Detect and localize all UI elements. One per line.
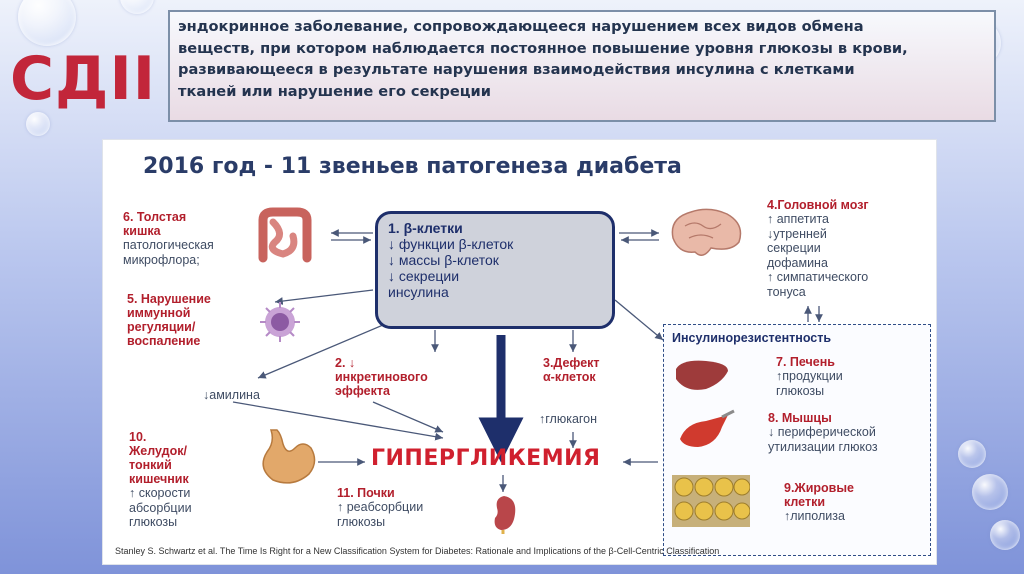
- beta-cells-line: ↓ функции β-клеток: [388, 236, 514, 252]
- colon-icon: [258, 207, 312, 263]
- brain-header: 4.Головной мозг: [767, 198, 869, 212]
- beta-cells-box: 1. β-клетки ↓ функции β-клеток ↓ массы β…: [375, 211, 615, 329]
- brain-text: ↑ симпатического: [767, 270, 869, 284]
- hyperglycemia-label: ГИПЕРГЛИКЕМИЯ: [371, 446, 601, 471]
- bubble-decoration: [990, 520, 1020, 550]
- beta-cells-line: ↓ массы β-клеток: [388, 252, 499, 268]
- immune-header: иммунной: [127, 306, 191, 320]
- brain-icon: [671, 208, 742, 256]
- slide-title: СДII: [10, 44, 157, 114]
- immune-cell-icon: [260, 302, 300, 342]
- stomach-header: 10.: [129, 430, 147, 444]
- definition-line: веществ, при котором наблюдается постоян…: [178, 39, 908, 57]
- pathogenesis-diagram: 2016 год - 11 звеньев патогенеза диабета…: [103, 140, 936, 564]
- brain-text: тонуса: [767, 284, 806, 299]
- definition-line: развивающееся в результате нарушения вза…: [178, 61, 855, 78]
- brain-text: секреции: [767, 241, 821, 255]
- definition-line: эндокринное заболевание, сопровождающеес…: [178, 18, 864, 35]
- incretin-block: 2. ↓ инкретинового эффекта: [335, 356, 428, 398]
- alpha-cells-header: α-клеток: [543, 370, 596, 384]
- bubble-decoration: [120, 0, 154, 14]
- liver-header: 7. Печень: [776, 355, 835, 369]
- stomach-header: кишечник: [129, 472, 189, 486]
- kidneys-text: глюкозы: [337, 514, 386, 529]
- immune-block: 5. Нарушение иммунной регуляции/ воспале…: [127, 292, 211, 348]
- brain-text: дофамина: [767, 255, 828, 270]
- stomach-text: абсорбции: [129, 500, 192, 515]
- muscles-header: 8. Мышцы: [768, 411, 832, 425]
- diagram-title: 2016 год - 11 звеньев патогенеза диабета: [143, 154, 682, 179]
- incretin-header: эффекта: [335, 384, 390, 398]
- stomach-block: 10. Желудок/ тонкий кишечник ↑ скорости …: [129, 430, 192, 530]
- colon-text: патологическая: [123, 238, 214, 252]
- diagram-arrows: [232, 229, 823, 492]
- liver-icon: [676, 360, 728, 390]
- immune-header: воспаление: [127, 334, 201, 348]
- brain-text: ↓утренней: [767, 226, 827, 241]
- muscles-text: ↓ периферической: [768, 425, 876, 439]
- beta-cells-line: инсулина: [388, 284, 449, 300]
- definition-line: тканей или нарушение его секреции: [178, 82, 491, 100]
- bubble-decoration: [958, 440, 986, 468]
- kidneys-block: 11. Почки ↑ реабсорбции глюкозы: [337, 486, 423, 529]
- kidneys-text: ↑ реабсорбции: [337, 500, 424, 514]
- colon-header: кишка: [123, 224, 161, 238]
- insulin-resistance-box: Инсулинорезистентность 7. Печень ↑продук…: [663, 324, 931, 556]
- liver-text: глюкозы: [776, 383, 825, 398]
- immune-header: регуляции/: [127, 320, 196, 334]
- muscles-text: утилизации глюкоз: [768, 439, 878, 454]
- colon-block: 6. Толстая кишка патологическая микрофло…: [123, 210, 214, 267]
- amylin-label: ↓амилина: [203, 388, 260, 402]
- fat-cells-header: 9.Жировые: [784, 481, 854, 495]
- bubble-decoration: [972, 474, 1008, 510]
- liver-text: ↑продукции: [776, 369, 843, 383]
- muscles-block: 8. Мышцы ↓ периферической утилизации глю…: [768, 411, 878, 454]
- incretin-header: инкретинового: [335, 370, 428, 384]
- muscle-icon: [680, 409, 735, 447]
- liver-block: 7. Печень ↑продукции глюкозы: [776, 355, 843, 398]
- immune-header: 5. Нарушение: [127, 292, 211, 306]
- beta-cells-header: 1. β-клетки: [388, 220, 463, 236]
- kidneys-header: 11. Почки: [337, 486, 395, 500]
- stomach-icon: [262, 429, 316, 484]
- definition-text: эндокринное заболевание, сопровождающеес…: [178, 16, 986, 102]
- kidney-icon: [494, 496, 516, 534]
- brain-text: ↑ аппетита: [767, 212, 829, 226]
- colon-header: 6. Толстая: [123, 210, 187, 224]
- stomach-text: ↑ скорости: [129, 486, 191, 500]
- bubble-decoration: [18, 0, 76, 46]
- incretin-header: 2. ↓: [335, 356, 356, 370]
- stomach-text: глюкозы: [129, 515, 178, 529]
- insulin-resistance-title: Инсулинорезистентность: [672, 331, 832, 345]
- fat-cells-header: клетки: [784, 495, 826, 509]
- definition-box: эндокринное заболевание, сопровождающеес…: [168, 10, 996, 122]
- fat-cells-block: 9.Жировые клетки ↑липолиза: [784, 481, 854, 524]
- stomach-header: тонкий: [129, 458, 172, 472]
- alpha-cells-block: 3.Дефект α-клеток: [543, 356, 600, 384]
- source-citation: Stanley S. Schwartz et al. The Time Is R…: [115, 546, 720, 556]
- alpha-cells-header: 3.Дефект: [543, 356, 600, 370]
- colon-text: микрофлора;: [123, 252, 200, 267]
- bubble-decoration: [26, 112, 50, 136]
- fat-cells-icon: [672, 475, 750, 527]
- brain-block: 4.Головной мозг ↑ аппетита ↓утренней сек…: [767, 198, 869, 299]
- stomach-header: Желудок/: [129, 444, 187, 458]
- beta-cells-line: ↓ секреции: [388, 268, 460, 284]
- glucagon-label: ↑глюкагон: [539, 412, 598, 426]
- fat-cells-text: ↑липолиза: [784, 509, 845, 523]
